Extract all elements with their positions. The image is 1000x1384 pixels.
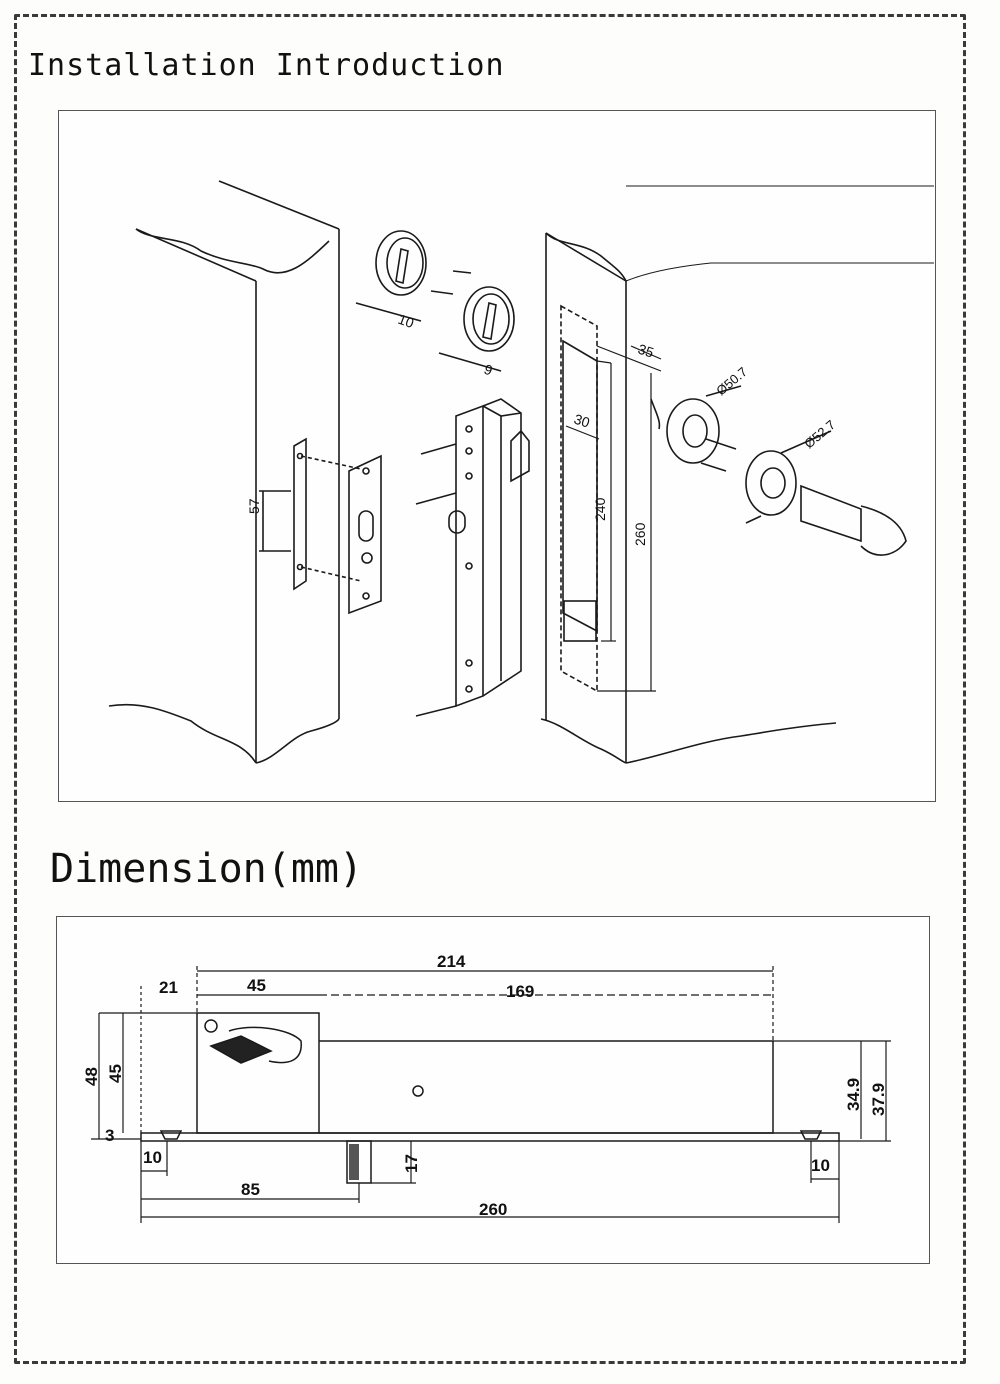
- dim-17-label: 17: [402, 1154, 421, 1173]
- lock-side-view: [140, 1012, 840, 1184]
- dim-240-label: 240: [592, 497, 608, 521]
- dimension-diagram-panel: 214 45 169 21 48 45 3 34.9 37.9 10 17 10…: [56, 916, 930, 1264]
- dim-507-label: Ø50.7: [713, 364, 750, 398]
- dim-3-label: 3: [105, 1126, 114, 1145]
- dim-260-label: 260: [632, 522, 648, 546]
- dim-10-label: 10: [396, 311, 416, 331]
- dim-37-9-label: 37.9: [869, 1083, 888, 1116]
- dim-85-label: 85: [241, 1180, 260, 1199]
- dim-45-top-label: 45: [247, 976, 266, 995]
- dim-260-label: 260: [479, 1200, 507, 1219]
- left-strike-plate: [259, 437, 362, 591]
- dimension-lines: [91, 966, 891, 1223]
- right-door-frame: [540, 185, 936, 764]
- dim-169-label: 169: [506, 982, 534, 1001]
- dimension-diagram: 214 45 169 21 48 45 3 34.9 37.9 10 17 10…: [82, 952, 891, 1223]
- dim-10-left-label: 10: [143, 1148, 162, 1167]
- right-dimension-lines: [565, 345, 662, 692]
- dim-9-label: 9: [482, 361, 495, 379]
- dim-214-label: 214: [437, 952, 466, 971]
- dim-48-label: 48: [82, 1067, 101, 1086]
- left-door-frame: [108, 180, 340, 764]
- dim-527-label: Ø52.7: [801, 417, 838, 451]
- dim-21-label: 21: [159, 978, 178, 997]
- dim-35-label: 35: [636, 341, 656, 361]
- dim-45-side-label: 45: [106, 1064, 125, 1083]
- dimension-title: Dimension(mm): [50, 846, 364, 892]
- cylinder-rosettes-top: [355, 230, 515, 372]
- dim-57-label: 57: [246, 498, 262, 514]
- dim-30-label: 30: [572, 411, 592, 431]
- dim-10-right-label: 10: [811, 1156, 830, 1175]
- dim-34-9-label: 34.9: [844, 1078, 863, 1111]
- page-dashed-border: [14, 14, 966, 1364]
- installation-diagram: 57 10 9: [108, 180, 936, 764]
- lock-body: [415, 398, 530, 717]
- installation-title: Installation Introduction: [28, 48, 505, 83]
- strike-plate-part: [348, 454, 382, 615]
- installation-diagram-panel: 57 10 9: [58, 110, 936, 802]
- cylinder-and-handle: [650, 385, 907, 556]
